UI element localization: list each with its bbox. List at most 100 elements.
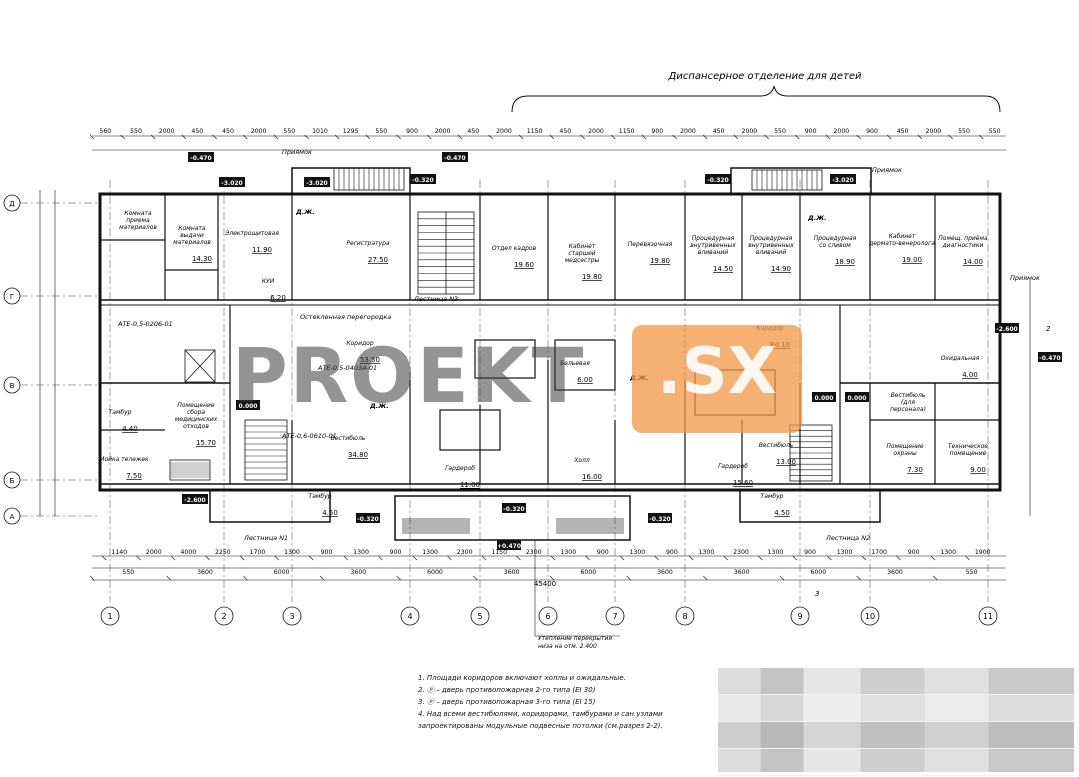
room-area-16: 11.00 (460, 481, 480, 489)
dim-top-tick-27 (917, 134, 923, 140)
dim-bot1-tick-8 (378, 555, 383, 561)
axis-bubble-4 (400, 606, 420, 626)
axis-label-2: 2 (221, 612, 226, 621)
room-area-4: 19.60 (514, 261, 534, 269)
dim-top-18: 900 (651, 128, 663, 135)
dim-top-4: 450 (222, 128, 234, 135)
room-name-21: Тамбур (109, 409, 132, 416)
room-name-9: Процедурная (814, 235, 857, 242)
dim-top-tick-6 (273, 134, 279, 140)
dim-top-tick-22 (764, 134, 769, 140)
dim-bot2-tick-10 (856, 575, 861, 581)
room-area-8: 14.90 (771, 265, 791, 273)
dim-bot1-17: 1300 (699, 549, 715, 556)
dim-bot2-4: 6000 (427, 569, 443, 576)
dim-bot1-tick-13 (550, 555, 556, 561)
title-bracket (511, 85, 1001, 113)
shaft-symbols (169, 349, 216, 481)
room-area-14: 6.00 (577, 376, 593, 384)
stair3-label: Лестница N3 (413, 295, 458, 303)
dim-bot1-tick-10 (447, 555, 452, 561)
dim-bot1-tick-9 (412, 555, 418, 561)
dim-bot1-tick-20 (792, 555, 797, 561)
svg-text:-0.470: -0.470 (444, 155, 465, 162)
room-name-8: вливаний (756, 249, 786, 256)
interior-partitions (100, 194, 1000, 484)
room-name-26: Техническое (948, 443, 989, 450)
dim-top-7: 1010 (312, 128, 328, 135)
watermark-suffix: .SX (657, 335, 777, 409)
dim-top-tick-18 (641, 134, 647, 140)
watermark-badge (632, 325, 802, 433)
room-name-6: Перевязочная (628, 241, 673, 248)
dim-bot2-tick-3 (319, 575, 325, 581)
axis-label-9: 9 (797, 612, 802, 621)
stair2-label: Лестница N2 (825, 534, 870, 542)
dim-bot2-tick-9 (779, 575, 785, 581)
room-name-12: Коридор (346, 340, 373, 347)
dim-top-16: 2000 (588, 128, 604, 135)
dim-top-20: 450 (713, 128, 725, 135)
axis-bubble-6 (538, 606, 558, 626)
room-name-11: Помещ. приёма (938, 235, 988, 242)
svg-text:-0.320: -0.320 (412, 177, 433, 184)
axis-label-1: 1 (107, 612, 112, 621)
room-name-22: Мойка тележек (99, 456, 149, 463)
axis-bubble-10 (860, 606, 880, 626)
dim-bot2-6: 6000 (580, 569, 596, 576)
dim-bot1-tick-25 (965, 555, 970, 561)
room-area-9: 18.90 (835, 258, 855, 266)
axis-bubble-Б (3, 471, 21, 489)
dim-top-tick-4 (212, 134, 217, 140)
dim-bot1-8: 900 (390, 549, 402, 556)
room-area-2: 11.90 (252, 246, 272, 254)
svg-text:0.000: 0.000 (815, 395, 834, 402)
room-name-20: медицинских (175, 416, 218, 423)
dim-top-tick-13 (488, 134, 493, 140)
section-mark-2: 2 (1046, 325, 1051, 333)
dim-top-tick-19 (672, 134, 677, 140)
room-area-20: 15.70 (196, 439, 216, 447)
dim-top-24: 2000 (833, 128, 849, 135)
dim-top-tick-29 (979, 134, 984, 140)
axis-bubble-В (3, 376, 21, 394)
dim-bot2-tick-7 (626, 575, 631, 581)
ate3-label: АТЕ-0,6-0610-01 (281, 432, 337, 440)
dim-bot2-11: 550 (966, 569, 978, 576)
axis-label-В: В (10, 382, 15, 390)
room-area-24: 4.50 (774, 509, 790, 517)
room-name-5: старшей (568, 250, 595, 257)
dim-top-2: 2000 (159, 128, 175, 135)
dim-top-tick-12 (457, 134, 463, 140)
svg-text:-0.470: -0.470 (1039, 355, 1060, 362)
dim-top-tick-14 (519, 134, 524, 140)
axis-label-Б: Б (10, 477, 15, 485)
ate2-label: АТЕ-0,5-0403А-01 (317, 364, 377, 372)
dim-top-26: 450 (897, 128, 909, 135)
dim-top-tick-2 (151, 134, 156, 140)
dzh-label-2: Д.Ж. (807, 214, 827, 222)
entry-pads (170, 462, 624, 534)
dim-top-21: 2000 (741, 128, 757, 135)
svg-text:-0.320: -0.320 (357, 516, 378, 523)
section-mark: 3 (815, 590, 819, 598)
dim-bot1-tick-21 (827, 555, 832, 561)
dim-bot1-tick-18 (723, 555, 728, 561)
room-name-19: Гардероб (718, 463, 748, 470)
room-name-9: со сливом (819, 242, 851, 249)
note-3: 3. ⓟ – дверь противопожарная 3-го типа (… (418, 698, 596, 706)
dim-top-27: 2000 (925, 128, 941, 135)
room-name-1: материалов (173, 239, 211, 246)
dim-bot2-2: 6000 (274, 569, 290, 576)
dim-top-22: 550 (774, 128, 786, 135)
room-name-7: вливаний (698, 249, 728, 256)
room-name-25: Помещение (886, 443, 924, 450)
axis-bubble-9 (790, 606, 810, 626)
room-area-17: 16.00 (582, 473, 602, 481)
room-name-20: Помещение (177, 402, 215, 409)
dim-bot1-tick-17 (688, 555, 694, 561)
note-5: запроектированы модульные подвесные пото… (418, 722, 663, 730)
dim-top-6: 550 (283, 128, 295, 135)
axis-label-5: 5 (477, 612, 482, 621)
dim-bot1-tick-0 (101, 555, 107, 561)
